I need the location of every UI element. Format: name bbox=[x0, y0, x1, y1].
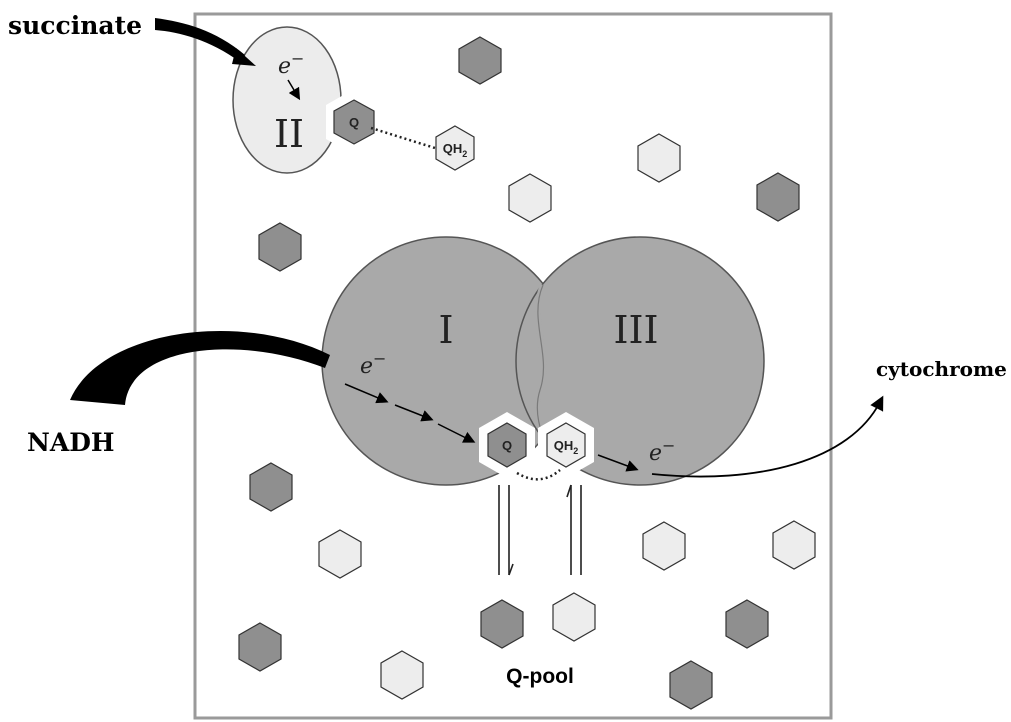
succinate-label: succinate bbox=[8, 11, 142, 40]
cytochrome-c-arrow bbox=[651, 395, 884, 478]
ubiquinone-hexagon bbox=[480, 599, 524, 649]
complex-ii-label: II bbox=[274, 112, 304, 156]
ubiquinone-hexagon bbox=[258, 222, 302, 272]
nadh-label: NADH bbox=[27, 428, 115, 457]
succinate-arrow bbox=[155, 18, 245, 62]
complex-iii-label: III bbox=[613, 308, 658, 352]
electron-label-complex-i: e− bbox=[360, 349, 386, 379]
complex-i-q-label: Q bbox=[502, 438, 512, 453]
ubiquinol-hexagon bbox=[380, 650, 424, 700]
ubiquinone-hexagon bbox=[756, 172, 800, 222]
nadh-arrow bbox=[70, 330, 330, 405]
ubiquinone-hexagon bbox=[238, 622, 282, 672]
electron-label-complex-ii: e− bbox=[278, 49, 304, 79]
pool-exchange-arrows bbox=[498, 484, 582, 576]
complex-i-label: I bbox=[438, 308, 453, 352]
ubiquinol-hexagon bbox=[552, 592, 596, 642]
complex-iii-qh2-label: QH2 bbox=[554, 438, 579, 456]
cytochrome-c-label: cytochrome c bbox=[876, 357, 1011, 381]
complex-ii-qh2-label: QH2 bbox=[443, 141, 468, 159]
electron-path-complex-ii bbox=[287, 79, 301, 101]
q-pool-label: Q-pool bbox=[506, 665, 574, 688]
complex-i-q-hexagon bbox=[487, 422, 527, 468]
electron-path-complex-iii bbox=[597, 454, 639, 472]
ubiquinol-hexagon bbox=[772, 520, 816, 570]
complex-iii-qh2-hexagon bbox=[546, 422, 586, 468]
complex-ii-qh2-hexagon bbox=[435, 125, 475, 171]
complex-ii-q-hexagon bbox=[333, 99, 375, 145]
complex-ii-q-label: Q bbox=[349, 115, 359, 130]
ubiquinol-hexagon bbox=[318, 529, 362, 579]
ubiquinone-hexagon bbox=[458, 36, 502, 85]
ubiquinol-hexagon bbox=[637, 133, 681, 183]
electron-path-complex-i bbox=[344, 383, 389, 404]
ubiquinone-hexagon bbox=[249, 462, 293, 512]
q-pool-molecules bbox=[238, 36, 816, 710]
electron-label-complex-iii: e− bbox=[649, 436, 675, 466]
ubiquinol-hexagon bbox=[508, 173, 552, 223]
complex-ii-transfer-dots bbox=[370, 126, 436, 150]
ubiquinone-hexagon bbox=[669, 660, 713, 710]
ubiquinol-hexagon bbox=[642, 521, 686, 571]
ubiquinone-hexagon bbox=[725, 599, 769, 649]
